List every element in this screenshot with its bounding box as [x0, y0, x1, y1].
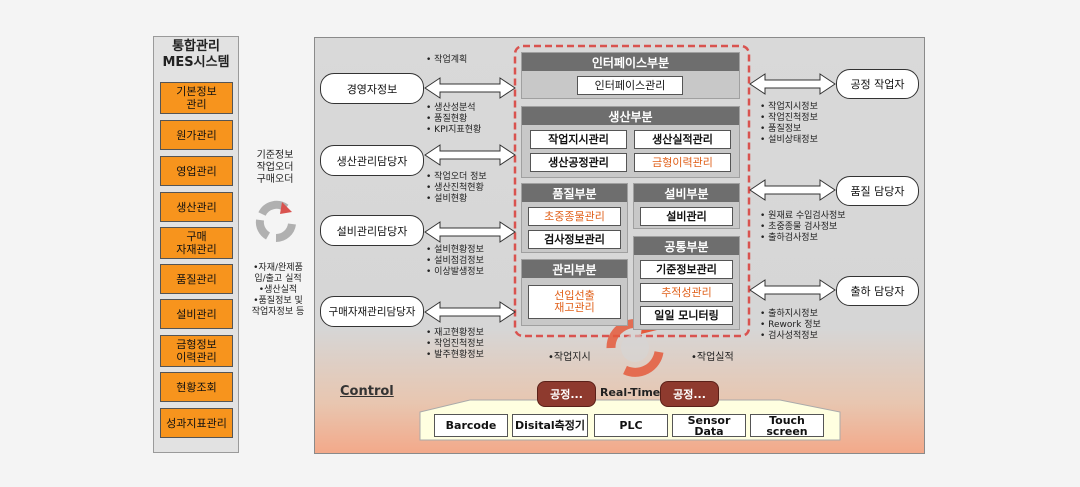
actor-executive[interactable]: 경영자정보: [320, 73, 424, 104]
hw-sensor-data: Sensor Data: [672, 414, 746, 437]
production-process-management[interactable]: 생산공정관리: [530, 153, 627, 172]
section-quality: 품질부분 초중종물관리 검사정보관리: [521, 183, 628, 253]
note-equipment-manager: • 설비현황정보 • 설비점검정보 • 이상발생정보: [426, 245, 484, 277]
hw-digital-gauge: Disital측정기: [512, 414, 588, 437]
section-interface-title: 인터페이스부분: [522, 53, 739, 71]
note-quality-staff: • 원재료 수입검사정보 • 초중종물 검사정보 • 출하검사정보: [760, 211, 846, 243]
mes-system-panel: 통합관리 MES시스템 기본정보 관리 원가관리 영업관리 생산관리 구매 자재…: [153, 36, 239, 453]
note-purchase-manager: • 재고현황정보 • 작업진척정보 • 발주현황정보: [426, 328, 484, 360]
section-management: 관리부분 선입선출 재고관리: [521, 259, 628, 326]
arrow-process-worker: [749, 73, 836, 95]
master-data-management[interactable]: 기준정보관리: [640, 260, 733, 279]
hw-touch-screen: Touch screen: [750, 414, 824, 437]
kpi-module[interactable]: 성과지표관리: [160, 408, 233, 438]
traceability-management[interactable]: 추적성관리: [640, 283, 733, 302]
production-module[interactable]: 생산관리: [160, 192, 233, 222]
note-shipping-staff: • 출하지시정보 • Rework 정보 • 검사성적정보: [760, 309, 821, 341]
actor-equipment-manager[interactable]: 설비관리담당자: [320, 215, 424, 246]
mold-history-module[interactable]: 금형정보 이력관리: [160, 335, 233, 367]
actor-purchase-manager[interactable]: 구매자재관리담당자: [320, 296, 424, 327]
process-button-left[interactable]: 공정...: [537, 381, 596, 407]
arrow-quality-staff: [749, 179, 836, 201]
mes-system-title: 통합관리 MES시스템: [162, 39, 230, 70]
section-quality-title: 품질부분: [522, 184, 627, 202]
actor-quality-staff[interactable]: 품질 담당자: [836, 176, 919, 206]
inspection-info-management[interactable]: 검사정보관리: [528, 230, 621, 249]
purchase-material-module[interactable]: 구매 자재관리: [160, 227, 233, 259]
cycle-top-text: 기준정보 작업오더 구매오더: [256, 150, 294, 185]
quality-module[interactable]: 품질관리: [160, 264, 233, 294]
section-common: 공통부분 기준정보관리 추적성관리 일일 모니터링: [633, 236, 740, 330]
process-button-right[interactable]: 공정...: [660, 381, 719, 407]
section-common-title: 공통부분: [634, 237, 739, 255]
control-label: Control: [340, 384, 394, 399]
note-process-worker: • 작업지시정보 • 작업진척정보 • 품질정보 • 설비상태정보: [760, 102, 818, 145]
section-production: 생산부분 작업지시관리 생산실적관리 생산공정관리 금형이력관리: [521, 106, 740, 178]
mes-boundary: [513, 44, 751, 338]
note-work-plan: • 작업계획: [426, 55, 468, 65]
note-production-manager: • 작업오더 정보 • 생산진척현황 • 설비현황: [426, 172, 487, 204]
hw-plc: PLC: [594, 414, 668, 437]
section-interface: 인터페이스부분 인터페이스관리: [521, 52, 740, 99]
sales-module[interactable]: 영업관리: [160, 156, 233, 186]
arrow-shipping-staff: [749, 279, 836, 301]
status-view-module[interactable]: 현황조회: [160, 372, 233, 402]
section-equipment-title: 설비부분: [634, 184, 739, 202]
arrow-purchase-manager: [424, 301, 516, 323]
daily-monitoring[interactable]: 일일 모니터링: [640, 306, 733, 325]
equipment-management[interactable]: 설비관리: [640, 207, 733, 226]
basic-info-module[interactable]: 기본정보 관리: [160, 82, 233, 114]
arrow-equipment-manager: [424, 221, 516, 243]
section-management-title: 관리부분: [522, 260, 627, 278]
arrow-executive: [424, 77, 516, 99]
work-order-management[interactable]: 작업지시관리: [530, 130, 627, 149]
actor-shipping-staff[interactable]: 출하 담당자: [836, 276, 919, 306]
initial-mid-final-management[interactable]: 초중종물관리: [528, 207, 621, 226]
fifo-inventory-management[interactable]: 선입선출 재고관리: [528, 285, 621, 319]
section-production-title: 생산부분: [522, 107, 739, 125]
actor-process-worker[interactable]: 공정 작업자: [836, 69, 919, 99]
hw-barcode: Barcode: [434, 414, 508, 437]
work-order-label: •작업지시: [548, 352, 591, 363]
cycle-icon-left: [255, 200, 296, 243]
cost-module[interactable]: 원가관리: [160, 120, 233, 150]
cycle-bottom-text: •자재/완제품 입/출고 실적 •생산실적 •품질정보 및 작업자정보 등: [251, 263, 305, 317]
production-result-management[interactable]: 생산실적관리: [634, 130, 731, 149]
mold-history-management[interactable]: 금형이력관리: [634, 153, 731, 172]
interface-management[interactable]: 인터페이스관리: [577, 76, 683, 95]
note-executive: • 생산성분석 • 품질현황 • KPI지표현황: [426, 103, 482, 135]
realtime-label: Real-Time: [600, 386, 661, 399]
work-result-label: •작업실적: [691, 352, 734, 363]
equipment-module[interactable]: 설비관리: [160, 299, 233, 329]
section-equipment: 설비부분 설비관리: [633, 183, 740, 229]
arrow-production-manager: [424, 144, 516, 166]
actor-production-manager[interactable]: 생산관리담당자: [320, 145, 424, 176]
